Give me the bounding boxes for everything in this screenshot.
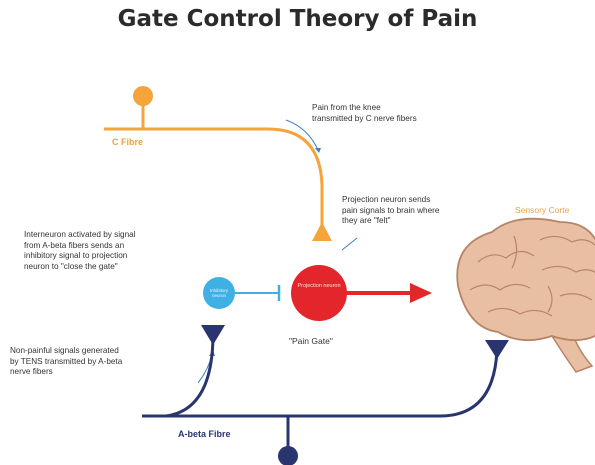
c-fibre-terminal [312,222,332,241]
a-beta-fibre-label: A-beta Fibre [178,429,231,439]
sensory-cortex-label: Sensory Corte [515,205,569,215]
projection-neuron-cell [291,265,347,321]
interneuron-label: Inhibitory neuron [203,288,235,298]
projection-annotation: Projection neuron sends pain signals to … [342,195,439,227]
a-beta-axon-to-cortex [142,350,497,416]
knee-pain-pointer [286,120,318,150]
knee-pain-annotation: Pain from the knee transmitted by C nerv… [312,103,417,124]
pain-gate-label: "Pain Gate" [289,336,333,347]
interneuron-annotation: Interneuron activated by signal from A-b… [24,230,136,272]
projection-neuron-label: Projection neuron [293,283,345,290]
c-fibre-label: C Fibre [112,137,143,147]
c-fibre-receptor [133,86,153,106]
tens-annotation: Non-painful signals generated by TENS tr… [10,346,122,378]
projection-neuron [291,265,432,321]
brain-cerebrum [457,219,595,340]
a-beta-branch-to-interneuron [166,337,213,416]
a-beta-terminal-interneuron [201,325,225,345]
projection-arrowhead [410,283,432,303]
annotation-arrows [198,120,357,383]
brain-icon [457,219,595,372]
c-fibre [104,86,332,241]
a-beta-terminal-cortex [485,340,509,359]
projection-pointer [342,238,357,250]
a-beta-receptor [278,446,298,465]
